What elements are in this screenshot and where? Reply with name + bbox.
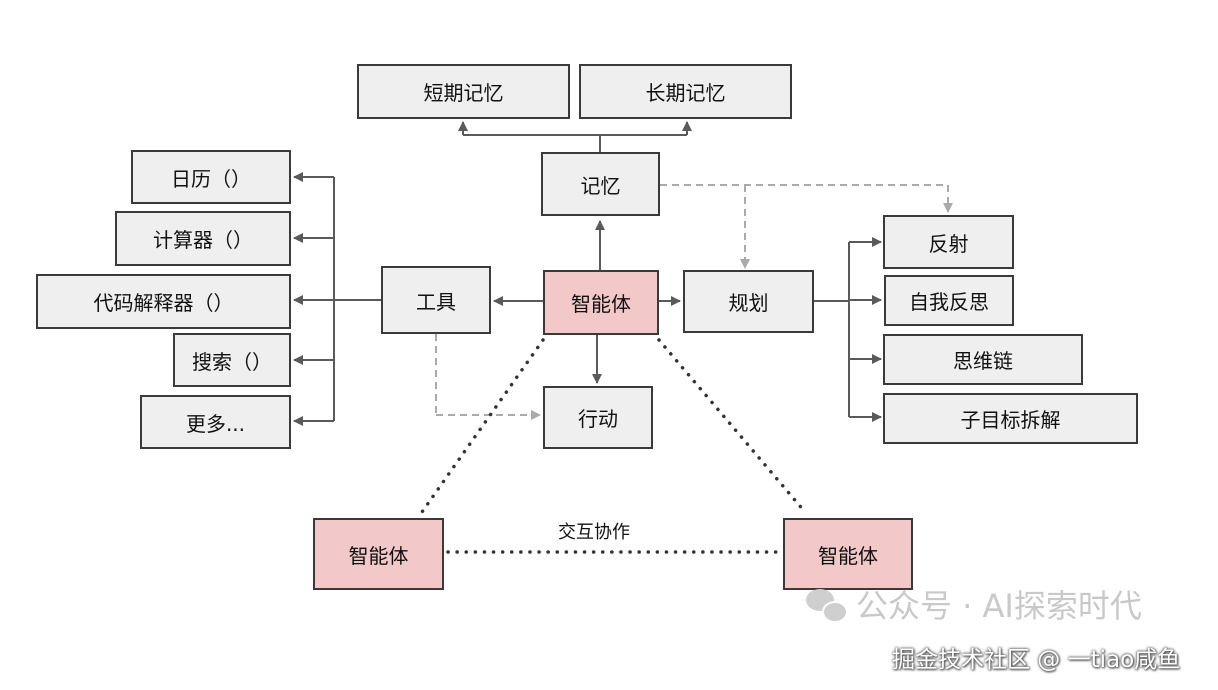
- tools-node: 工具: [381, 266, 491, 334]
- calendar-tool-node: 日历（）: [131, 150, 291, 204]
- agent-right-node: 智能体: [783, 518, 913, 590]
- juejin-watermark: 掘金技术社区 @ 一tiao咸鱼: [892, 647, 1181, 673]
- chain-of-thought-node: 思维链: [883, 334, 1083, 385]
- planning-node: 规划: [683, 270, 814, 333]
- wechat-icon: [806, 587, 848, 623]
- agent-left-node: 智能体: [313, 518, 444, 590]
- memory-planning-dashed-connector: [660, 184, 953, 269]
- calculator-tool-node: 计算器（）: [115, 211, 291, 266]
- long-term-memory-node: 长期记忆: [579, 64, 792, 119]
- wechat-watermark: 公众号 · AI探索时代: [806, 584, 1142, 625]
- memory-branch-connector: [458, 121, 692, 152]
- self-reflection-node: 自我反思: [884, 275, 1014, 326]
- planning-branch-connector: [814, 237, 882, 422]
- reflection-node: 反射: [883, 215, 1014, 269]
- collaboration-dotted-lines: [420, 338, 807, 554]
- tools-action-dashed-connector: [435, 334, 541, 420]
- wechat-watermark-text: 公众号 · AI探索时代: [856, 587, 1142, 625]
- search-tool-node: 搜索（）: [173, 333, 291, 387]
- tools-branch-connector: [293, 172, 381, 426]
- memory-node: 记忆: [541, 152, 660, 216]
- action-node: 行动: [543, 386, 653, 449]
- subgoal-decomposition-node: 子目标拆解: [883, 393, 1138, 444]
- interaction-label: 交互协作: [558, 522, 630, 543]
- short-term-memory-node: 短期记忆: [357, 64, 570, 119]
- code-interpreter-tool-node: 代码解释器（）: [36, 274, 291, 329]
- more-tools-node: 更多...: [140, 395, 291, 449]
- agent-center-node: 智能体: [543, 270, 659, 335]
